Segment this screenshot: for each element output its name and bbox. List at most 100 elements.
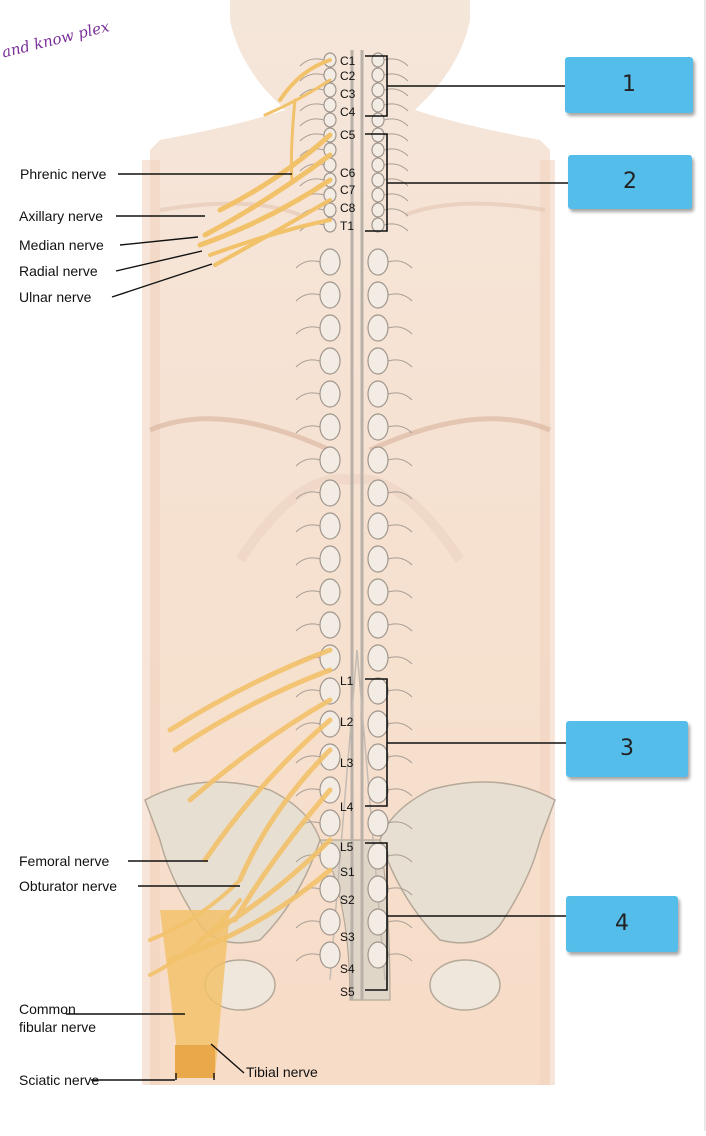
vertebra-shape — [323, 202, 337, 218]
spinal-nerve-root — [295, 953, 321, 962]
spinal-nerve-root — [387, 458, 413, 467]
spinal-nerve-root — [387, 260, 413, 269]
spinal-nerve-root — [299, 103, 325, 112]
vertebra-shape — [367, 479, 389, 507]
spinal-nerve-root — [387, 524, 413, 533]
vertebra-shape — [319, 578, 341, 606]
spinal-nerve-root — [299, 163, 325, 172]
spinal-nerve-root — [295, 920, 321, 929]
leader-lines — [66, 173, 292, 1081]
spinal-nerve-root — [387, 689, 413, 698]
level-c7: C7 — [340, 183, 356, 197]
spinal-nerve-root — [295, 623, 321, 632]
level-s1: S1 — [340, 865, 355, 879]
vertebra-shape — [371, 82, 385, 98]
spinal-nerve-root — [299, 118, 325, 127]
spinal-nerve-root — [295, 491, 321, 500]
spinal-nerve-root — [295, 458, 321, 467]
vertebra-shape — [319, 908, 341, 936]
answer-box-2[interactable]: 2 — [568, 155, 692, 209]
answer-box-4[interactable]: 4 — [566, 896, 678, 952]
answer-box-1[interactable]: 1 — [565, 57, 693, 113]
level-s5: S5 — [340, 985, 355, 999]
vertebra-shape — [319, 314, 341, 342]
lumbosacral-plexus-nerves — [148, 647, 333, 977]
vertebra-shape — [367, 578, 389, 606]
vertebra-shape — [367, 776, 389, 804]
level-c5: C5 — [340, 128, 356, 142]
spinal-nerve-root — [295, 392, 321, 401]
spinal-nerve-root — [299, 58, 325, 67]
vertebra-shape — [367, 677, 389, 705]
level-l5: L5 — [340, 840, 354, 854]
vertebra-shape — [367, 941, 389, 969]
level-c4: C4 — [340, 105, 356, 119]
label-obturator-nerve: Obturator nerve — [19, 878, 118, 894]
vertebra-shape — [367, 347, 389, 375]
spinal-nerve-root — [295, 326, 321, 335]
spinal-nerve-root — [295, 293, 321, 302]
spinal-nerve-root — [295, 557, 321, 566]
vertebra-shape — [367, 413, 389, 441]
spinal-nerve-root — [387, 359, 413, 368]
vertebra-shape — [367, 644, 389, 672]
spinal-nerve-root — [387, 821, 413, 830]
spinal-nerve-root — [295, 524, 321, 533]
level-s4: S4 — [340, 962, 355, 976]
vertebra-shape — [319, 941, 341, 969]
level-l3: L3 — [340, 756, 354, 770]
spinal-nerve-root — [295, 788, 321, 797]
vertebra-shape — [367, 743, 389, 771]
spinal-nerve-root — [387, 392, 413, 401]
region-brackets — [365, 55, 568, 991]
spinal-nerve-root — [295, 689, 321, 698]
spinal-nerve-root — [295, 755, 321, 764]
spinal-nerve-root — [387, 722, 413, 731]
vertebra-shape — [319, 875, 341, 903]
vertebra-shape — [319, 479, 341, 507]
level-s2: S2 — [340, 893, 355, 907]
vertebra-shape — [371, 202, 385, 218]
label-axillary-nerve: Axillary nerve — [19, 208, 104, 224]
spinal-nerve-root — [387, 656, 413, 665]
level-l4: L4 — [340, 800, 354, 814]
vertebra-shape — [371, 127, 385, 143]
vertebra-shape — [367, 908, 389, 936]
spinal-nerve-root — [295, 260, 321, 269]
spinal-nerve-root — [295, 854, 321, 863]
vertebra-shape — [323, 97, 337, 113]
spinal-nerve-root — [299, 88, 325, 97]
spinal-nerve-root — [387, 590, 413, 599]
page-edge — [704, 0, 706, 1131]
spinal-nerve-root — [387, 920, 413, 929]
spinal-nerve-root — [387, 326, 413, 335]
label-common-fibular-nerve-1: Common — [19, 1001, 76, 1017]
level-c1: C1 — [340, 54, 356, 68]
vertebra-shape — [367, 281, 389, 309]
vertebra-shape — [323, 82, 337, 98]
vertebra-shape — [319, 611, 341, 639]
label-ulnar-nerve: Ulnar nerve — [19, 289, 92, 305]
vertebra-shape — [371, 112, 385, 128]
level-c2: C2 — [340, 69, 356, 83]
vertebra-shape — [371, 187, 385, 203]
vertebra-shape — [319, 413, 341, 441]
vertebra-shape — [367, 875, 389, 903]
answer-box-3[interactable]: 3 — [566, 721, 688, 777]
label-radial-nerve: Radial nerve — [19, 263, 98, 279]
spinal-nerve-root — [295, 590, 321, 599]
vertebra-shape — [367, 545, 389, 573]
vertebra-shape — [319, 248, 341, 276]
vertebra-shape — [367, 710, 389, 738]
vertebra-shape — [319, 380, 341, 408]
label-median-nerve: Median nerve — [19, 237, 104, 253]
spinal-nerve-root — [383, 118, 409, 127]
vertebra-shape — [371, 172, 385, 188]
vertebra-shape — [371, 142, 385, 158]
spinal-nerve-root — [387, 623, 413, 632]
spinal-nerve-root — [387, 491, 413, 500]
spinal-nerve-root — [387, 854, 413, 863]
vertebra-shape — [319, 446, 341, 474]
